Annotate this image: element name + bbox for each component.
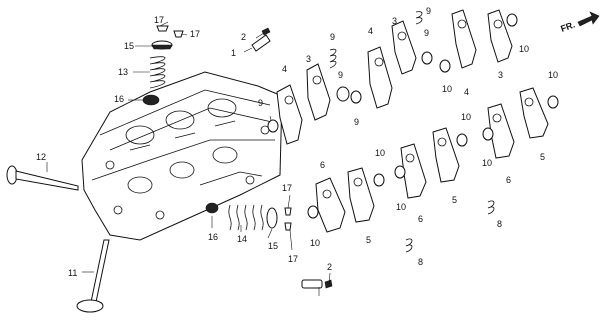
rocker-arm-row-upper xyxy=(276,9,513,145)
callout-8: 8 xyxy=(418,257,423,267)
callout-6: 6 xyxy=(506,175,511,185)
valve-cotter-icon xyxy=(173,30,184,38)
leader-lines xyxy=(46,21,331,296)
callout-6: 6 xyxy=(320,160,325,170)
callout-17: 17 xyxy=(282,183,292,193)
callout-4: 4 xyxy=(464,87,469,97)
callout-10: 10 xyxy=(482,158,492,168)
callout-8: 8 xyxy=(497,219,502,229)
callout-5: 5 xyxy=(366,235,371,245)
callout-3: 3 xyxy=(498,70,503,80)
front-direction-indicator: FR. xyxy=(559,11,600,34)
callout-11: 11 xyxy=(68,268,77,278)
fr-label: FR. xyxy=(559,20,576,34)
callout-10: 10 xyxy=(548,70,558,80)
callout-5: 5 xyxy=(540,152,545,162)
callout-12: 12 xyxy=(36,152,46,162)
callout-10: 10 xyxy=(461,112,471,122)
callouts: 17 17 15 13 16 12 11 16 14 15 17 17 2 1 … xyxy=(36,6,558,278)
lash-adjuster-upper xyxy=(251,27,271,52)
callout-7: 9 xyxy=(330,32,335,42)
callout-13: 13 xyxy=(118,67,128,77)
callout-3: 3 xyxy=(306,54,311,64)
callout-9: 9 xyxy=(338,70,343,80)
o-ring-washers xyxy=(267,13,559,219)
callout-15: 15 xyxy=(124,41,134,51)
lower-valve-spring-stack xyxy=(205,202,292,231)
rocker-arm-row-lower xyxy=(315,87,549,233)
callout-9: 9 xyxy=(258,98,263,108)
callout-17: 17 xyxy=(154,15,164,25)
callout-9: 10 xyxy=(519,44,529,54)
exhaust-valve xyxy=(6,165,79,191)
callout-5: 5 xyxy=(452,195,457,205)
callout-10: 10 xyxy=(396,202,406,212)
callout-15: 15 xyxy=(268,241,278,251)
callout-16: 16 xyxy=(208,232,218,242)
callout-17: 17 xyxy=(288,254,298,264)
callout-4: 4 xyxy=(282,64,287,74)
rocker-springs xyxy=(329,11,495,253)
callout-17: 17 xyxy=(190,29,200,39)
callout-16: 16 xyxy=(114,94,124,104)
front-arrow-icon xyxy=(577,11,600,27)
callout-14: 14 xyxy=(237,234,247,244)
lash-adjuster-lower xyxy=(301,279,333,289)
intake-valve xyxy=(76,239,110,313)
callout-10: 10 xyxy=(310,238,320,248)
callout-7: 9 xyxy=(426,6,431,16)
callout-9: 9 xyxy=(424,28,429,38)
callout-2: 2 xyxy=(241,32,246,42)
callout-9: 10 xyxy=(442,84,452,94)
callout-3: 3 xyxy=(392,16,397,26)
callout-4: 4 xyxy=(368,26,373,36)
callout-10: 10 xyxy=(375,148,385,158)
callout-2: 2 xyxy=(327,262,332,272)
cylinder-head xyxy=(81,71,283,241)
callout-1: 1 xyxy=(231,48,236,58)
callout-6: 6 xyxy=(418,214,423,224)
callout-9: 9 xyxy=(354,117,359,127)
